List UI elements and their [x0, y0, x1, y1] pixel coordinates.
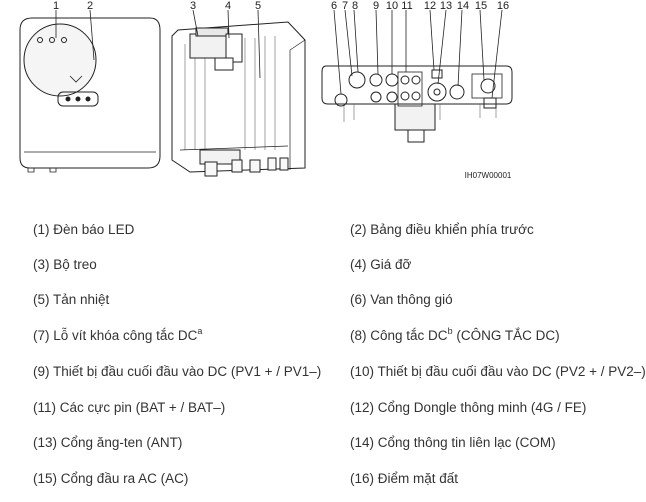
callout-3: 3 [190, 0, 196, 12]
legend-item-15: (15) Cổng đầu ra AC (AC) [33, 471, 189, 486]
callout-11: 11 [401, 0, 412, 12]
legend-item-2: (2) Bảng điều khiển phía trước [350, 222, 534, 237]
callout-1: 1 [53, 0, 59, 12]
legend-item-12: (12) Cổng Dongle thông minh (4G / FE) [350, 400, 587, 415]
legend-item-3: (3) Bộ treo [33, 257, 97, 272]
legend-item-11: (11) Các cực pin (BAT + / BAT–) [33, 400, 226, 415]
legend-item-4: (4) Giá đỡ [350, 257, 412, 272]
legend-item-10: (10) Thiết bị đầu cuối đầu vào DC (PV2 +… [350, 364, 646, 379]
rear-view [171, 21, 306, 177]
legend-item-9: (9) Thiết bị đầu cuối đầu vào DC (PV1 + … [33, 364, 322, 379]
callout-2: 2 [87, 0, 93, 12]
callout-numbers: 1 2 3 4 5 6 7 8 9 10 11 12 13 14 15 16 [53, 0, 509, 12]
callout-10: 10 [386, 0, 398, 12]
legend-item-8: (8) Công tắc DCb (CÔNG TẮC DC) [350, 326, 560, 344]
callout-13: 13 [440, 0, 452, 12]
inverter-diagram: 1 2 3 4 5 6 7 8 9 10 11 12 13 14 15 16 I… [19, 0, 513, 180]
callout-12: 12 [424, 0, 436, 12]
leader-lines [55, 9, 503, 99]
legend-item-1: (1) Đèn báo LED [33, 222, 135, 237]
callout-7: 7 [342, 0, 348, 12]
callout-15: 15 [475, 0, 487, 12]
callout-14: 14 [457, 0, 469, 12]
callout-6: 6 [331, 0, 337, 12]
callout-8: 8 [352, 0, 358, 12]
callout-9: 9 [373, 0, 379, 12]
legend-item-5: (5) Tản nhiệt [33, 292, 110, 307]
callout-16: 16 [497, 0, 509, 12]
legend-item-16: (16) Điểm mặt đất [350, 471, 459, 486]
legend-item-14: (14) Cổng thông tin liên lạc (COM) [350, 435, 556, 450]
front-view [19, 17, 161, 173]
legend-item-6: (6) Van thông gió [350, 292, 453, 307]
figure-code: IH07W00001 [465, 171, 512, 180]
callout-4: 4 [225, 0, 231, 12]
legend-item-7: (7) Lỗ vít khóa công tắc DCa [33, 326, 203, 344]
legend: (1) Đèn báo LED (2) Bảng điều khiển phía… [0, 210, 646, 502]
callout-5: 5 [255, 0, 261, 12]
bottom-view [321, 65, 513, 143]
legend-item-13: (13) Cổng ăng-ten (ANT) [33, 435, 183, 450]
